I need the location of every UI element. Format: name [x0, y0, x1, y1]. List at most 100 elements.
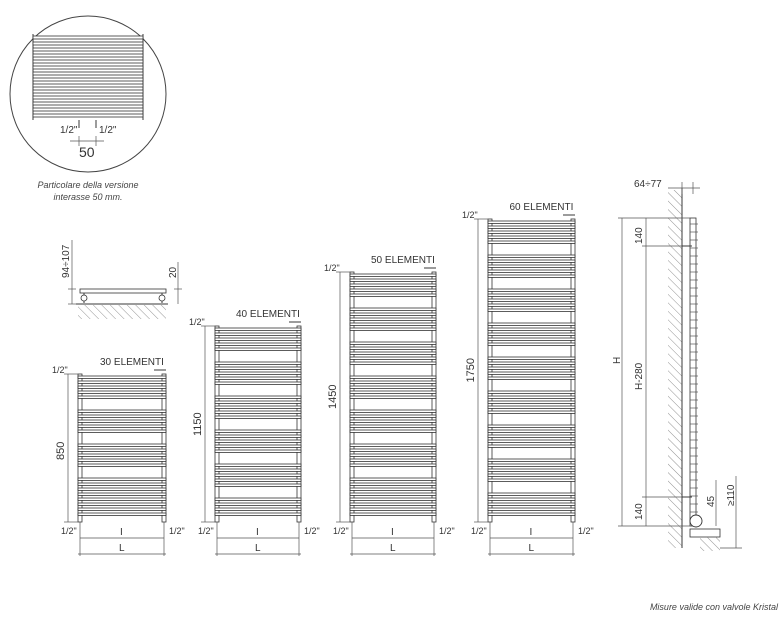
radiator-inner-width-label: I	[391, 527, 394, 538]
radiator-bar	[349, 507, 437, 511]
radiator-bar	[349, 346, 437, 350]
radiator-bar	[77, 385, 167, 389]
radiator-bar	[487, 235, 576, 239]
radiator-collector-right	[296, 325, 302, 523]
profile-bracket-span-label: H-280	[634, 362, 645, 390]
radiator-title: 40 ELEMENTI	[236, 309, 300, 320]
radiator-bar	[487, 410, 576, 414]
radiator-bar	[214, 381, 302, 385]
radiator-bar	[77, 458, 167, 462]
radiator-bar	[214, 473, 302, 477]
profile-valve-offset-label: 45	[706, 495, 717, 507]
radiator-bar	[349, 429, 437, 433]
radiator-bar	[487, 463, 576, 467]
radiator-bar	[487, 497, 576, 501]
radiator-pipe-bottom-left: 1/2"	[198, 526, 214, 536]
radiator-bar	[487, 366, 576, 370]
radiator-bar	[487, 429, 576, 433]
radiator-bar	[349, 293, 437, 297]
radiator-bar	[487, 434, 576, 438]
radiator-bar	[349, 482, 437, 486]
radiator-bar	[349, 424, 437, 428]
radiator-bar	[349, 512, 437, 516]
radiator-bar	[487, 327, 576, 331]
radiator-bar	[487, 376, 576, 380]
radiator-bar	[214, 512, 302, 516]
radiator-bar	[349, 390, 437, 394]
radiator-bar	[349, 395, 437, 399]
radiator-bar	[214, 429, 302, 433]
detail-caption-line1: Particolare della versione	[37, 180, 138, 190]
radiator-bar	[214, 483, 302, 487]
radiator-bar	[487, 303, 576, 307]
radiator-bar	[487, 337, 576, 341]
detail-bar	[32, 71, 144, 76]
radiator-bar	[487, 298, 576, 302]
radiator-bar	[349, 477, 437, 481]
radiator-bar	[77, 502, 167, 506]
radiator-bar	[487, 512, 576, 516]
radiator-bar	[214, 366, 302, 370]
radiator-bar	[214, 405, 302, 409]
detail-towel-bars	[32, 34, 144, 120]
detail-bar	[32, 53, 144, 58]
radiator-pipe-bottom-left: 1/2"	[61, 526, 77, 536]
radiator-bar	[487, 220, 576, 224]
radiator-bar	[487, 240, 576, 244]
radiator-bar	[487, 478, 576, 482]
radiator-bar	[487, 269, 576, 273]
radiator-inner-width-label: I	[530, 527, 533, 538]
radiator-bar	[214, 361, 302, 365]
radiator-bar	[487, 390, 576, 394]
profile-view: 64÷77 H 140 H-280 140 45 ≥110	[612, 179, 742, 551]
radiator-pipe-top: 1/2"	[324, 263, 340, 273]
radiator-bar	[487, 308, 576, 312]
radiator-bar	[214, 410, 302, 414]
profile-floor-clearance-label: ≥110	[726, 484, 737, 506]
radiator-bar	[487, 439, 576, 443]
radiator-pipe-top: 1/2"	[52, 365, 68, 375]
radiator-pipe-bottom-right: 1/2"	[169, 526, 185, 536]
detail-bar	[32, 35, 144, 40]
radiator-bar	[214, 337, 302, 341]
radiator-bar	[349, 356, 437, 360]
radiator-bar	[487, 332, 576, 336]
radiator-bar	[77, 375, 167, 379]
detail-spacing-value: 50	[79, 144, 95, 160]
radiator-bar	[349, 443, 437, 447]
radiator-bar	[77, 482, 167, 486]
radiator-bar	[214, 342, 302, 346]
radiator-bar	[487, 468, 576, 472]
detail-bar	[32, 107, 144, 112]
radiator-bar	[214, 502, 302, 506]
radiator-bar	[349, 385, 437, 389]
profile-bar-ticks	[690, 223, 698, 513]
radiator-bar	[487, 473, 576, 477]
radiator-bar	[214, 468, 302, 472]
radiator-bar	[77, 477, 167, 481]
radiator-bar	[487, 361, 576, 365]
radiator-bar	[487, 293, 576, 297]
radiator-width-label: L	[119, 543, 125, 554]
radiator-bar	[349, 409, 437, 413]
radiator-bar	[487, 254, 576, 258]
radiator-bar	[214, 449, 302, 453]
radiator-inner-width-label: I	[256, 527, 259, 538]
side-offset-label: 20	[168, 266, 179, 278]
radiator-height-label: 1150	[192, 412, 204, 436]
detail-bar	[32, 89, 144, 94]
detail-bar	[32, 101, 144, 106]
side-depth-label: 94÷107	[61, 244, 72, 278]
radiator-title: 30 ELEMENTI	[100, 357, 164, 368]
profile-top-offset-label: 140	[634, 227, 645, 244]
radiator-bar	[77, 429, 167, 433]
radiator-pipe-bottom-right: 1/2"	[439, 526, 455, 536]
profile-valve-body	[689, 528, 721, 538]
radiator-width-label: L	[529, 543, 535, 554]
radiator-title: 60 ELEMENTI	[510, 202, 574, 213]
radiator-inner-width-label: I	[120, 527, 123, 538]
radiator-height-label: 1450	[327, 385, 339, 409]
detail-pipe-label-right: 1/2"	[99, 125, 117, 136]
